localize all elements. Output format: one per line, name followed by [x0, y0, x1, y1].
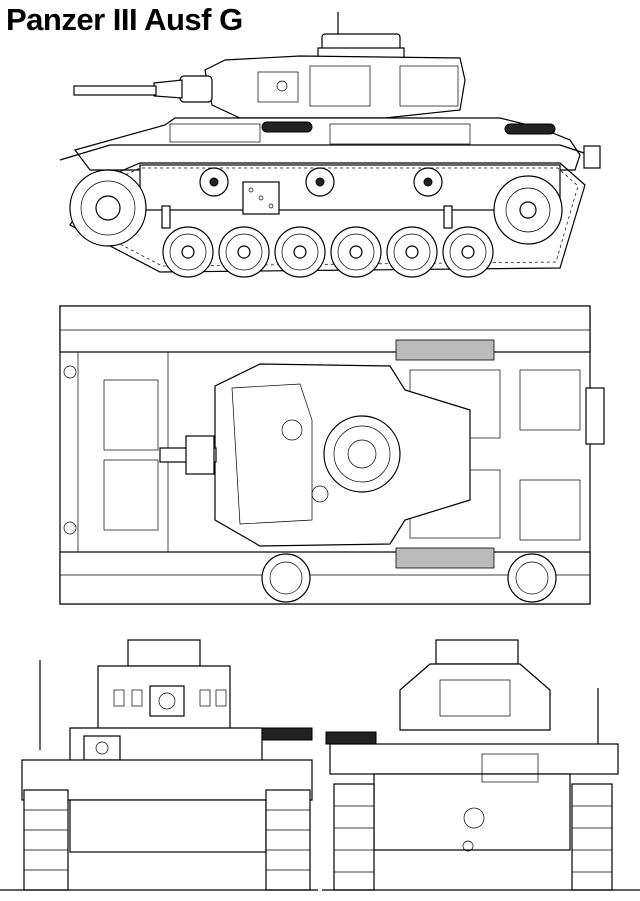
page-title: Panzer III Ausf G: [6, 2, 243, 37]
tank-top-view: [59, 305, 605, 605]
tank-front-view: [0, 639, 318, 891]
tank-rear-view: [322, 639, 640, 891]
